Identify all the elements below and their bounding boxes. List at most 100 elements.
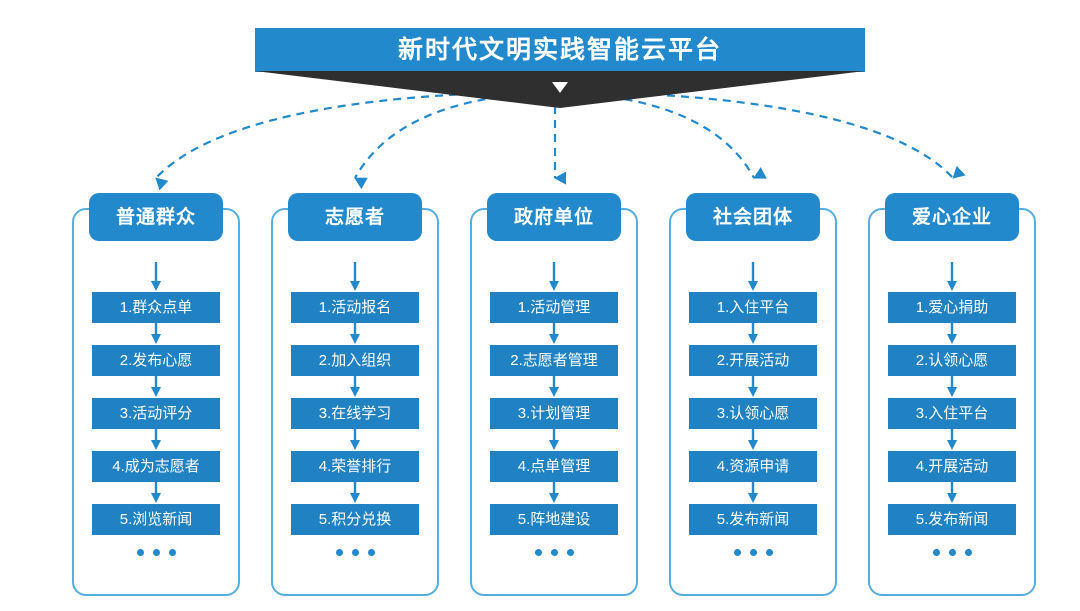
list-item-label: 1.活动报名 (318, 299, 392, 316)
arrow-down-icon (549, 323, 559, 344)
arrow-down-icon (350, 376, 360, 397)
list-item[interactable]: 1.活动报名 (291, 292, 419, 323)
list-item-label: 4.点单管理 (517, 458, 591, 475)
arrow-down-icon (947, 376, 957, 397)
list-item-label: 2.开展活动 (716, 352, 790, 369)
list-item-label: 3.入住平台 (915, 405, 989, 422)
list-item-label: 2.认领心愿 (915, 352, 989, 369)
ellipsis-dot (351, 549, 359, 556)
list-item-label: 4.开展活动 (915, 458, 989, 475)
list-item[interactable]: 3.在线学习 (291, 398, 419, 429)
list-item[interactable]: 2.加入组织 (291, 345, 419, 376)
role-column-aixinqiye[interactable]: 爱心企业 1.爱心捐助 2.认领心愿 3.入住平台 (868, 193, 1036, 596)
ellipsis-dot (566, 549, 574, 556)
list-item[interactable]: 2.开展活动 (689, 345, 817, 376)
column-header[interactable]: 政府单位 (487, 193, 621, 241)
ellipsis-dot (765, 549, 773, 556)
list-item[interactable]: 3.活动评分 (92, 398, 220, 429)
column-header[interactable]: 志愿者 (288, 193, 422, 241)
ellipsis-dot (335, 549, 343, 556)
ellipsis-dot (367, 549, 375, 556)
list-item[interactable]: 3.认领心愿 (689, 398, 817, 429)
column-item-list: 1.群众点单 2.发布心愿 3.活动评分 4.成为志愿者 (74, 262, 238, 556)
list-item-label: 1.入住平台 (716, 299, 790, 316)
arrow-down-icon (748, 429, 758, 450)
list-item-label: 2.志愿者管理 (510, 352, 598, 369)
column-item-list: 1.爱心捐助 2.认领心愿 3.入住平台 4.开展活动 (870, 262, 1034, 556)
arrow-down-icon (748, 376, 758, 397)
arrow-down-icon (151, 429, 161, 450)
ellipsis-dot (948, 549, 956, 556)
list-item[interactable]: 4.点单管理 (490, 451, 618, 482)
ellipsis-dot (964, 549, 972, 556)
list-item-label: 5.阵地建设 (517, 511, 591, 528)
role-column-zhengfudanwei[interactable]: 政府单位 1.活动管理 2.志愿者管理 3.计划管理 (470, 193, 638, 596)
list-item-label: 1.爱心捐助 (915, 299, 989, 316)
list-item-label: 3.计划管理 (517, 405, 591, 422)
arrow-down-icon (947, 323, 957, 344)
column-header[interactable]: 普通群众 (89, 193, 223, 241)
arrow-down-icon (748, 482, 758, 503)
ellipsis-dot (733, 549, 741, 556)
list-item[interactable]: 4.荣誉排行 (291, 451, 419, 482)
arrow-down-icon (748, 262, 758, 291)
column-item-list: 1.活动报名 2.加入组织 3.在线学习 4.荣誉排行 (273, 262, 437, 556)
arrow-down-icon (549, 376, 559, 397)
column-item-list: 1.活动管理 2.志愿者管理 3.计划管理 4.点单管理 (472, 262, 636, 556)
list-item-label: 5.积分兑换 (318, 511, 392, 528)
list-item[interactable]: 5.阵地建设 (490, 504, 618, 535)
list-item[interactable]: 5.发布新闻 (689, 504, 817, 535)
arrow-down-icon (549, 429, 559, 450)
column-header[interactable]: 社会团体 (686, 193, 820, 241)
more-items-ellipsis (136, 549, 176, 556)
ribbon-chevron-icon (552, 82, 568, 93)
arrow-down-icon (549, 482, 559, 503)
list-item-label: 5.发布新闻 (915, 511, 989, 528)
banner-bar: 新时代文明实践智能云平台 (255, 28, 865, 72)
list-item[interactable]: 5.积分兑换 (291, 504, 419, 535)
list-item-label: 3.在线学习 (318, 405, 392, 422)
arrow-down-icon (947, 482, 957, 503)
list-item[interactable]: 4.资源申请 (689, 451, 817, 482)
banner-ribbon (255, 71, 865, 108)
list-item-label: 4.成为志愿者 (112, 458, 200, 475)
arrow-down-icon (350, 429, 360, 450)
role-column-zhiyuanzhe[interactable]: 志愿者 1.活动报名 2.加入组织 3.在线学习 (271, 193, 439, 596)
arrow-down-icon (748, 323, 758, 344)
column-header-label: 政府单位 (513, 206, 594, 228)
list-item[interactable]: 2.发布心愿 (92, 345, 220, 376)
more-items-ellipsis (335, 549, 375, 556)
arrow-down-icon (151, 262, 161, 291)
list-item-label: 4.资源申请 (716, 458, 790, 475)
list-item[interactable]: 4.成为志愿者 (92, 451, 220, 482)
list-item[interactable]: 1.活动管理 (490, 292, 618, 323)
list-item-label: 1.活动管理 (517, 299, 591, 316)
arrow-down-icon (549, 262, 559, 291)
platform-banner: 新时代文明实践智能云平台 (255, 28, 865, 108)
list-item[interactable]: 5.浏览新闻 (92, 504, 220, 535)
list-item-label: 3.活动评分 (119, 405, 193, 422)
list-item[interactable]: 1.爱心捐助 (888, 292, 1016, 323)
role-column-putongqunzhong[interactable]: 普通群众 1.群众点单 2.发布心愿 3.活动评分 (72, 193, 240, 596)
list-item[interactable]: 2.认领心愿 (888, 345, 1016, 376)
list-item-label: 2.加入组织 (318, 352, 392, 369)
list-item-label: 5.发布新闻 (716, 511, 790, 528)
list-item[interactable]: 5.发布新闻 (888, 504, 1016, 535)
ellipsis-dot (534, 549, 542, 556)
column-header-label: 普通群众 (115, 206, 196, 228)
list-item[interactable]: 4.开展活动 (888, 451, 1016, 482)
arrow-down-icon (350, 262, 360, 291)
list-item[interactable]: 3.入住平台 (888, 398, 1016, 429)
arrow-down-icon (947, 429, 957, 450)
list-item[interactable]: 1.群众点单 (92, 292, 220, 323)
list-item[interactable]: 1.入住平台 (689, 292, 817, 323)
column-header-label: 爱心企业 (911, 206, 992, 228)
role-column-shehuituanti[interactable]: 社会团体 1.入住平台 2.开展活动 3.认领心愿 (669, 193, 837, 596)
more-items-ellipsis (932, 549, 972, 556)
list-item[interactable]: 3.计划管理 (490, 398, 618, 429)
arrow-down-icon (151, 376, 161, 397)
ellipsis-dot (550, 549, 558, 556)
list-item[interactable]: 2.志愿者管理 (490, 345, 618, 376)
column-header[interactable]: 爱心企业 (885, 193, 1019, 241)
